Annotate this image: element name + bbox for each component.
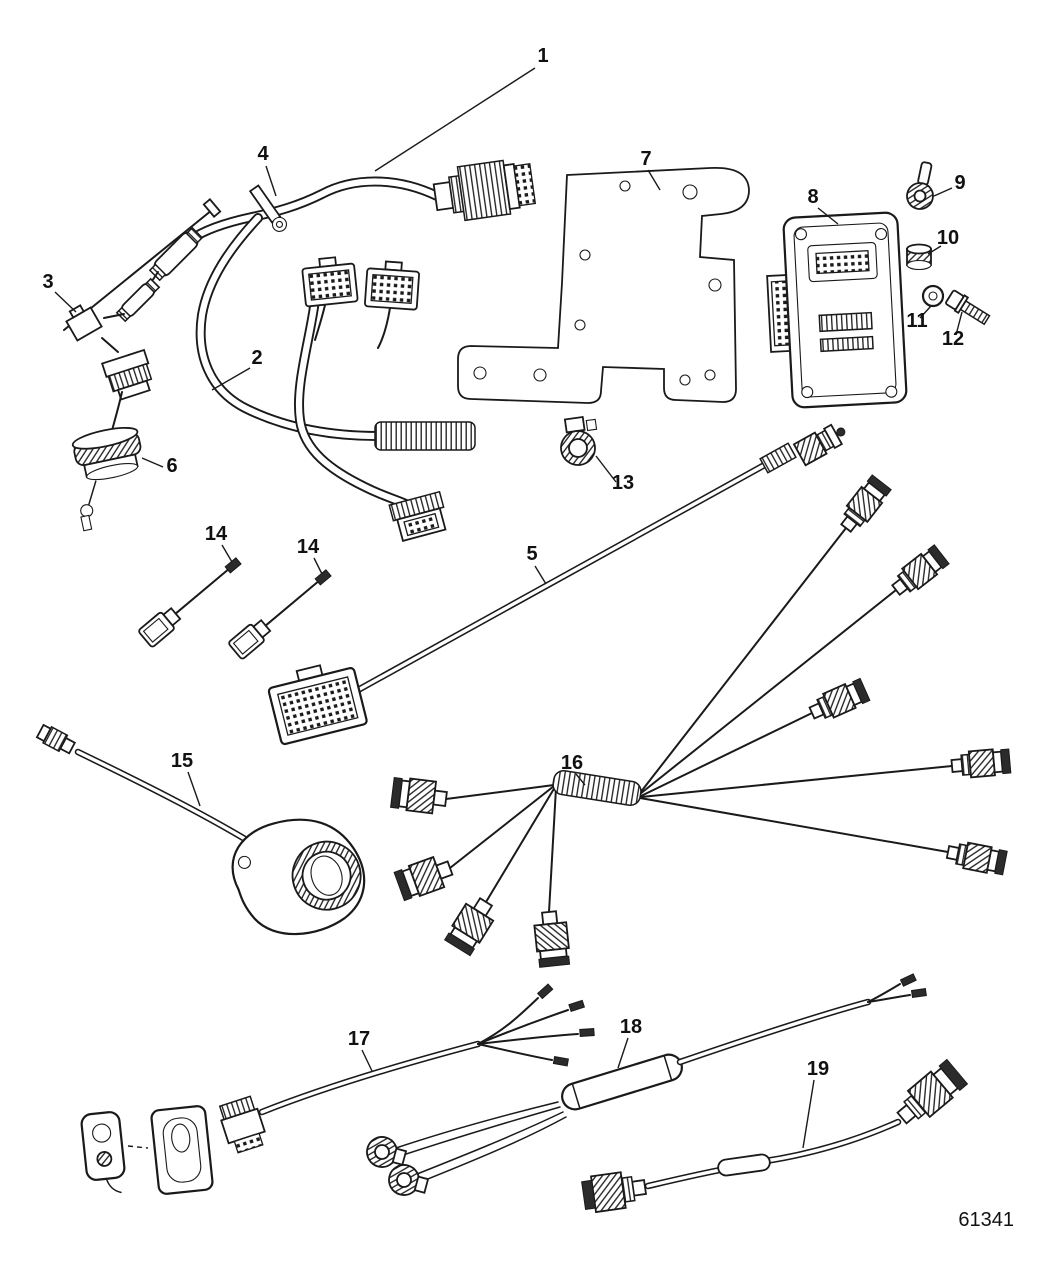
callout-13: 13 xyxy=(612,472,634,494)
part-14-lead-a xyxy=(138,557,242,648)
callout-18: 18 xyxy=(620,1016,642,1038)
part-16-sleeve xyxy=(552,769,642,807)
part-1-branch-connector xyxy=(388,490,447,542)
callout-16: 16 xyxy=(561,752,583,774)
part-12-screw xyxy=(945,289,991,326)
part-17-lanyard-fob xyxy=(80,1111,126,1194)
callout-5: 5 xyxy=(526,543,537,565)
part-1-main-harness xyxy=(63,159,537,542)
part-3-terminal-tip xyxy=(202,198,222,218)
part-16-connector-r3 xyxy=(808,677,871,720)
part-14-lead-b xyxy=(228,569,332,660)
part-17-terminal-1 xyxy=(536,983,554,1000)
part-17-terminal-3 xyxy=(579,1027,595,1038)
callout-1: 1 xyxy=(537,45,548,67)
part-5-rib-sleeve xyxy=(759,442,797,474)
part-1-round-connector xyxy=(432,159,537,222)
part-17-terminal-4 xyxy=(552,1055,569,1067)
callout-6: 6 xyxy=(166,455,177,477)
part-7-mounting-bracket xyxy=(457,167,750,404)
callout-10: 10 xyxy=(937,227,959,249)
callout-12: 12 xyxy=(942,328,964,350)
part-16-connector-r2 xyxy=(891,544,950,596)
part-17-terminal-2 xyxy=(568,999,586,1012)
part-17-connector xyxy=(218,1095,266,1154)
part-18-round-connector-b xyxy=(388,1164,430,1196)
part-17-switch xyxy=(150,1105,214,1195)
part-16-connector-r1 xyxy=(840,474,892,533)
part-19-extension-cable xyxy=(581,1058,969,1214)
part-18-terminal-2 xyxy=(910,988,927,999)
part-18-loom-sleeve xyxy=(561,1053,683,1111)
part-11-washer xyxy=(921,284,945,308)
callout-19: 19 xyxy=(807,1058,829,1080)
part-16-connector-l1 xyxy=(390,776,448,815)
part-16-connector-l2 xyxy=(393,855,454,902)
part-1-rect-connector-a xyxy=(301,256,359,308)
callout-11: 11 xyxy=(906,310,927,332)
callout-8: 8 xyxy=(807,186,818,208)
part-1-fuse-holder-b xyxy=(115,277,161,323)
part-18-terminal-1 xyxy=(899,973,917,987)
part-9-clamp xyxy=(906,161,934,210)
callout-7: 7 xyxy=(640,148,651,170)
part-16-branch-harness xyxy=(390,474,1012,968)
callout-15: 15 xyxy=(171,750,193,772)
part-8-control-module xyxy=(766,211,908,409)
part-18-extension-harness xyxy=(366,973,927,1196)
part-1-rect-connector-b xyxy=(364,260,420,311)
part-19-big-connector xyxy=(896,1058,969,1125)
part-10-grommet xyxy=(906,243,932,271)
callout-9: 9 xyxy=(954,172,965,194)
part-17-stop-switch-harness xyxy=(80,983,595,1195)
part-16-connector-l4 xyxy=(533,910,571,968)
callouts: 1 2 3 4 5 6 7 8 9 10 11 12 13 14 14 15 1… xyxy=(42,45,965,1080)
callout-14b: 14 xyxy=(297,536,320,558)
callout-2: 2 xyxy=(251,347,262,369)
part-16-connector-r4 xyxy=(950,748,1012,779)
part-2-corrugated-tube xyxy=(374,421,476,451)
figure-number: 61341 xyxy=(958,1209,1014,1231)
part-15-housing xyxy=(231,818,366,936)
callout-3: 3 xyxy=(42,271,53,293)
part-15-key-switch xyxy=(35,723,366,936)
part-16-connector-r5 xyxy=(945,841,1008,876)
part-6-knurled-cap xyxy=(71,426,142,532)
part-5-data-harness xyxy=(267,423,846,746)
leader-lines xyxy=(54,67,963,1149)
part-18-round-connector-a xyxy=(366,1136,408,1168)
part-19-end-connector xyxy=(581,1171,647,1214)
part-3-connector xyxy=(65,304,103,342)
callout-17: 17 xyxy=(348,1028,370,1050)
part-5-round-connector xyxy=(792,423,846,467)
part-13-cable-clamp xyxy=(560,416,598,466)
part-1-cap-connector xyxy=(100,348,153,401)
part-19-sleeve xyxy=(717,1153,771,1177)
callout-4: 4 xyxy=(257,143,269,165)
callout-14a: 14 xyxy=(205,523,228,545)
part-15-plug xyxy=(35,723,77,755)
part-5-rect-connector xyxy=(267,664,368,746)
part-16-connector-l3 xyxy=(443,897,495,957)
part-4-clip xyxy=(248,184,288,232)
